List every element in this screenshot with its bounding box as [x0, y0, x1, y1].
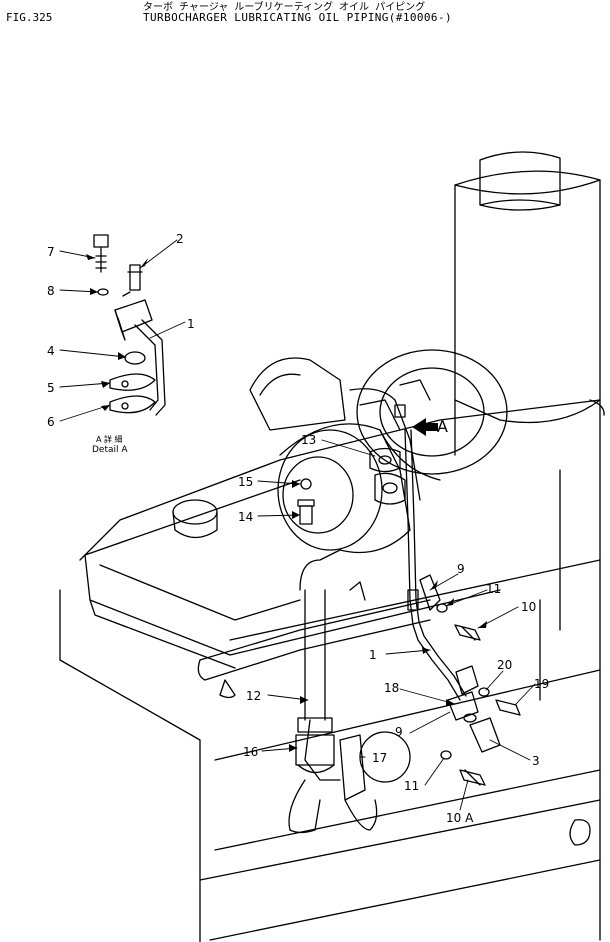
callout-15: 15	[238, 475, 253, 489]
leader-arrowheads	[86, 254, 487, 752]
callout-19: 19	[534, 677, 549, 691]
view-marker-a: A	[437, 417, 448, 436]
callout-8: 8	[47, 284, 55, 298]
callout-20: 20	[497, 658, 512, 672]
callout-1-detail: 1	[187, 317, 195, 331]
callout-7: 7	[47, 245, 55, 259]
engine-block	[59, 399, 601, 942]
callout-18: 18	[384, 681, 399, 695]
fasteners	[436, 603, 521, 786]
callout-4: 4	[47, 344, 55, 358]
callout-6: 6	[47, 415, 55, 429]
callout-numbers: 2 7 8 1 4 5 6 13 15 14 9 11 10 1 20 18 1…	[47, 232, 549, 825]
callout-2: 2	[176, 232, 184, 246]
title-english: TURBOCHARGER LUBRICATING OIL PIPING(#100…	[143, 11, 452, 24]
callout-3: 3	[532, 754, 540, 768]
callout-11-lower: 11	[404, 779, 419, 793]
figure-number: FIG.325	[6, 11, 53, 24]
callout-10: 10	[521, 600, 536, 614]
callout-12: 12	[246, 689, 261, 703]
rocker-cover	[84, 479, 501, 669]
brace-pipe	[197, 581, 431, 699]
callout-9-upper: 9	[457, 562, 465, 576]
callout-17: 17	[372, 751, 387, 765]
title-japanese: ターボ チャージャ ルーブリケーティング オイル パイピング	[143, 2, 426, 13]
callout-13: 13	[301, 433, 316, 447]
callout-1-main: 1	[369, 648, 377, 662]
callout-14: 14	[238, 510, 253, 524]
turbocharger	[249, 349, 508, 554]
drain-pipe	[288, 549, 411, 834]
callout-11-upper: 11	[486, 582, 501, 596]
detail-a-parts	[93, 234, 166, 416]
air-cleaner	[454, 151, 605, 456]
detail-label-japanese: A 詳 細	[96, 435, 123, 444]
callout-5: 5	[47, 381, 55, 395]
callout-10a: 10 A	[446, 811, 474, 825]
detail-label-english: Detail A	[92, 445, 128, 455]
callout-16: 16	[243, 745, 258, 759]
callout-9-lower: 9	[395, 725, 403, 739]
